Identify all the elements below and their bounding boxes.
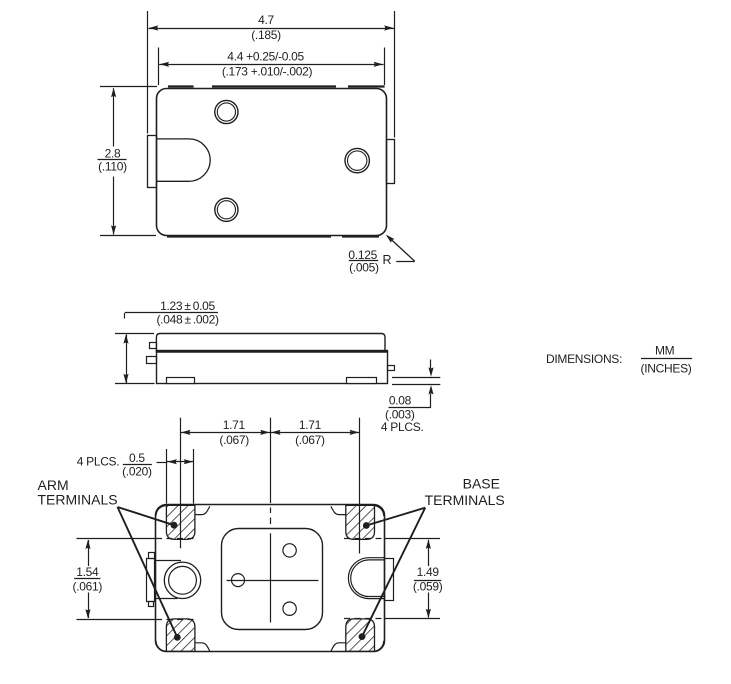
svg-text:(.005): (.005) bbox=[349, 261, 379, 275]
svg-text:ARM: ARM bbox=[38, 477, 69, 493]
svg-text:(.059): (.059) bbox=[413, 580, 443, 594]
svg-text:1.54: 1.54 bbox=[76, 565, 99, 579]
svg-text:(.061): (.061) bbox=[73, 580, 103, 594]
svg-text:(.003): (.003) bbox=[385, 407, 415, 421]
svg-text:(.048 ± .002): (.048 ± .002) bbox=[156, 313, 218, 327]
svg-text:(.185): (.185) bbox=[251, 28, 281, 42]
svg-text:(.173 +.010/-.002): (.173 +.010/-.002) bbox=[222, 65, 313, 79]
svg-text:4 PLCS.: 4 PLCS. bbox=[381, 420, 424, 434]
svg-text:(.110): (.110) bbox=[98, 160, 127, 174]
svg-text:(.067): (.067) bbox=[295, 433, 325, 447]
svg-text:0.5: 0.5 bbox=[129, 451, 145, 465]
svg-text:4 PLCS.: 4 PLCS. bbox=[77, 455, 120, 469]
svg-text:1.49: 1.49 bbox=[417, 565, 440, 579]
svg-text:1.23 ± 0.05: 1.23 ± 0.05 bbox=[160, 299, 215, 313]
svg-text:(.067): (.067) bbox=[219, 433, 249, 447]
svg-text:1.71: 1.71 bbox=[223, 418, 246, 432]
svg-text:2.8: 2.8 bbox=[105, 147, 121, 161]
svg-text:1.71: 1.71 bbox=[299, 418, 322, 432]
svg-text:TERMINALS: TERMINALS bbox=[425, 492, 505, 508]
svg-text:DIMENSIONS:: DIMENSIONS: bbox=[546, 352, 622, 366]
svg-text:0.08: 0.08 bbox=[389, 393, 412, 407]
svg-text:0.125: 0.125 bbox=[348, 248, 377, 262]
svg-text:MM: MM bbox=[655, 344, 675, 358]
svg-text:TERMINALS: TERMINALS bbox=[38, 492, 118, 508]
svg-text:(.020): (.020) bbox=[122, 464, 152, 478]
svg-text:4.7: 4.7 bbox=[258, 13, 274, 27]
svg-text:(INCHES): (INCHES) bbox=[641, 362, 692, 376]
svg-text:R: R bbox=[383, 253, 392, 267]
svg-text:4.4 +0.25/-0.05: 4.4 +0.25/-0.05 bbox=[227, 49, 304, 63]
svg-text:BASE: BASE bbox=[463, 475, 500, 491]
